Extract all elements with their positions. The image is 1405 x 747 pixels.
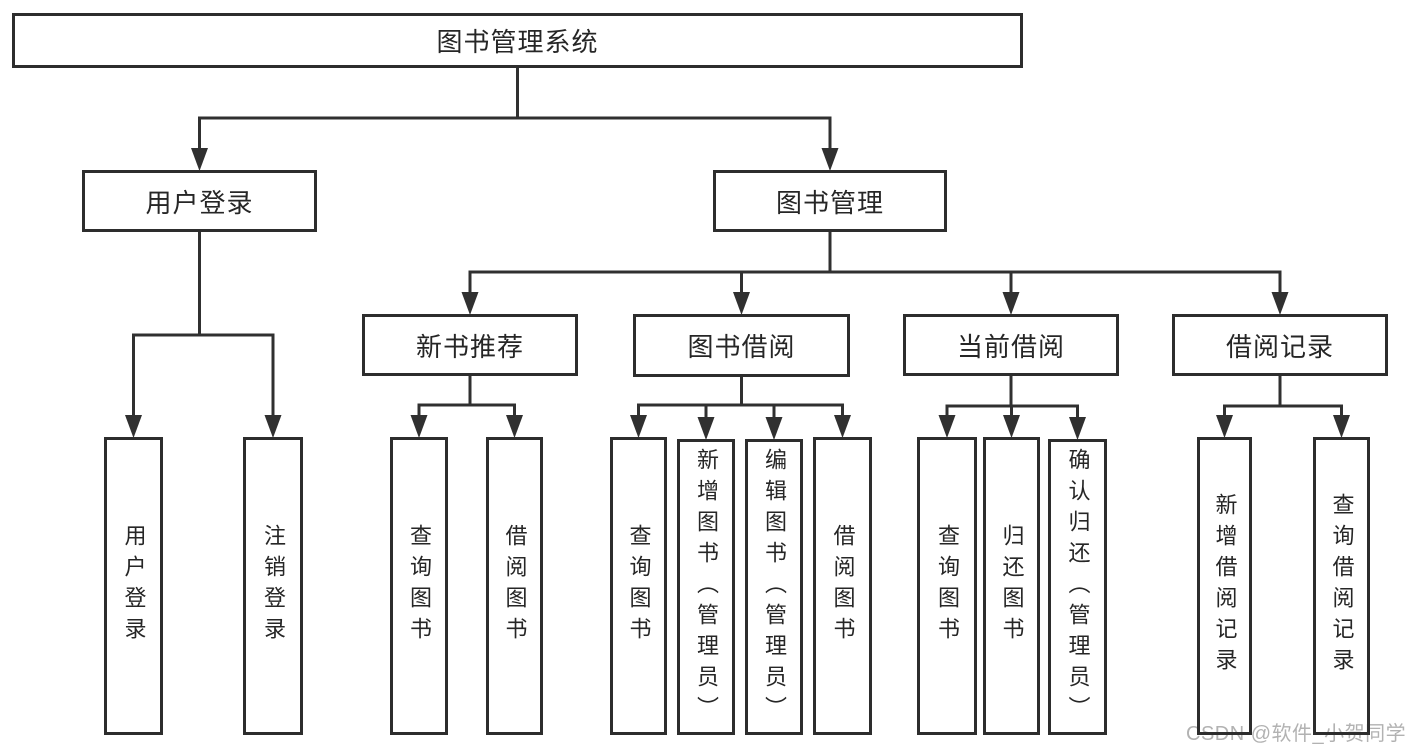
node-book-borrow: 图书借阅 bbox=[633, 314, 850, 377]
node-label: 查询图书 bbox=[407, 524, 432, 648]
node-label: 查询借阅记录 bbox=[1329, 493, 1355, 679]
node-label: 当前借阅 bbox=[956, 331, 1065, 362]
node-query-book-rec: 查询图书 bbox=[390, 437, 448, 735]
node-label: 用户登录 bbox=[145, 187, 254, 218]
node-label: 归还图书 bbox=[999, 524, 1025, 648]
node-label: 查询图书 bbox=[935, 524, 960, 648]
node-label: 确认归还（管理员） bbox=[1065, 447, 1091, 727]
node-label: 新增图书（管理员） bbox=[694, 447, 719, 727]
node-borrow-book-borrow: 借阅图书 bbox=[813, 437, 872, 735]
node-query-book-current: 查询图书 bbox=[917, 437, 977, 735]
node-book-mgmt: 图书管理 bbox=[713, 170, 947, 232]
node-root: 图书管理系统 bbox=[12, 13, 1023, 68]
node-label: 编辑图书（管理员） bbox=[762, 447, 787, 727]
node-confirm-return-admin: 确认归还（管理员） bbox=[1048, 439, 1107, 735]
node-label: 注销登录 bbox=[261, 524, 286, 648]
node-label: 图书管理系统 bbox=[436, 27, 599, 57]
node-add-book-admin: 新增图书（管理员） bbox=[677, 439, 735, 735]
node-label: 用户登录 bbox=[121, 524, 147, 648]
node-label: 图书借阅 bbox=[687, 332, 796, 362]
node-label: 图书管理 bbox=[775, 187, 884, 218]
node-label: 借阅图书 bbox=[830, 524, 856, 648]
node-borrow-records: 借阅记录 bbox=[1172, 314, 1388, 376]
node-login-leaf: 用户登录 bbox=[104, 437, 163, 735]
node-user-login: 用户登录 bbox=[82, 170, 317, 232]
node-query-borrow-record: 查询借阅记录 bbox=[1313, 437, 1370, 735]
node-label: 借阅图书 bbox=[502, 524, 528, 648]
node-current-borrow: 当前借阅 bbox=[903, 314, 1119, 376]
node-borrow-book-rec: 借阅图书 bbox=[486, 437, 543, 735]
node-label: 借阅记录 bbox=[1225, 331, 1334, 362]
node-label: 新增借阅记录 bbox=[1212, 493, 1238, 679]
node-new-book-rec: 新书推荐 bbox=[362, 314, 578, 376]
watermark: CSDN @软件_小贺同学 bbox=[1186, 723, 1405, 745]
node-edit-book-admin: 编辑图书（管理员） bbox=[745, 439, 803, 735]
node-label: 新书推荐 bbox=[415, 331, 524, 362]
node-add-borrow-record: 新增借阅记录 bbox=[1197, 437, 1252, 735]
node-query-book-borrow: 查询图书 bbox=[610, 437, 667, 735]
node-return-book: 归还图书 bbox=[983, 437, 1040, 735]
node-logout-leaf: 注销登录 bbox=[243, 437, 303, 735]
node-label: 查询图书 bbox=[626, 524, 652, 648]
